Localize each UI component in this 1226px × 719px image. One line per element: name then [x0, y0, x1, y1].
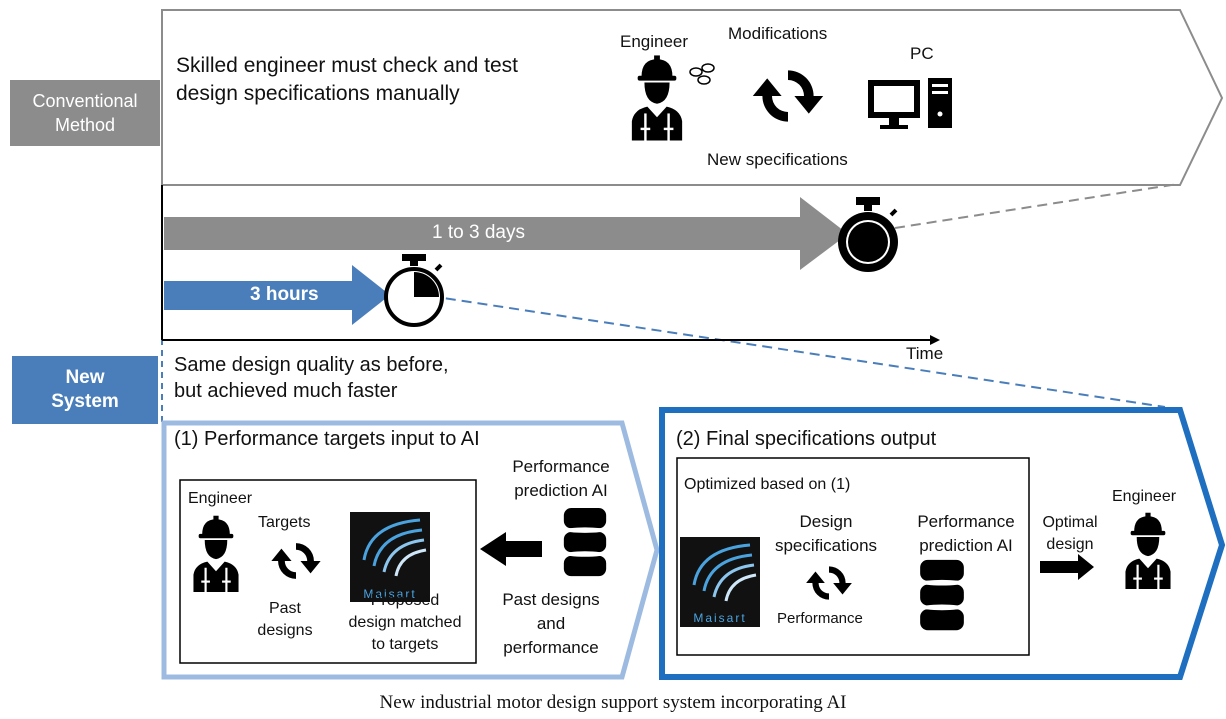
- step2-ai-line2: prediction AI: [919, 536, 1013, 555]
- step1-ai-line2: prediction AI: [514, 481, 608, 500]
- proposed-line2: design matched: [348, 614, 462, 631]
- left-arrow: [480, 532, 542, 566]
- new-system-note-line2: but achieved much faster: [174, 380, 398, 402]
- design-specs-line2: specifications: [774, 536, 878, 555]
- stopwatch-icon-short: [384, 254, 444, 327]
- past-designs-label: Past designs: [250, 598, 320, 642]
- design-specs-label: Design specifications: [760, 510, 892, 558]
- modifications-label: Modifications: [728, 24, 828, 43]
- new-system-label-line2: System: [51, 391, 119, 412]
- new-system-label-box: [12, 356, 158, 424]
- conventional-panel: [161, 9, 1224, 186]
- new-duration-arrow: [164, 265, 390, 325]
- step2-ai-label: Performance prediction AI: [898, 510, 1034, 558]
- new-system-note-line1: Same design quality as before,: [174, 354, 449, 376]
- past-designs-line2: designs: [257, 622, 313, 639]
- optimal-line1: Optimal: [1042, 514, 1098, 531]
- optimal-line2: design: [1046, 536, 1094, 553]
- proposed-line3: to targets: [371, 636, 439, 653]
- proposed-design-label: Proposed design matched to targets: [340, 590, 470, 656]
- optimized-label: Optimized based on (1): [684, 476, 851, 493]
- caption: New industrial motor design support syst…: [379, 692, 847, 713]
- maisart-logo: Maisart: [350, 512, 430, 602]
- new-specifications-label: New specifications: [707, 150, 848, 169]
- proposed-line1: Proposed: [370, 592, 440, 609]
- past-designs-line1: Past: [268, 600, 301, 617]
- thought-icon: [689, 63, 715, 85]
- conventional-description-line1: Skilled engineer must check and test: [176, 54, 519, 77]
- optimal-design-label: Optimal design: [1034, 512, 1106, 556]
- past-data-label: Past designs and performance: [476, 588, 626, 660]
- step1-engineer-label: Engineer: [188, 490, 253, 507]
- design-specs-line1: Design: [799, 512, 853, 531]
- step2-title: (2) Final specifications output: [676, 428, 937, 450]
- stopwatch-icon-long: [838, 197, 898, 272]
- right-arrow: [1040, 554, 1094, 580]
- step1-ai-label: Performance prediction AI: [486, 455, 636, 503]
- step2-engineer-label: Engineer: [1112, 488, 1177, 505]
- pc-icon: [868, 78, 952, 129]
- past-data-line1: Past designs: [502, 590, 600, 609]
- maisart-logo: Maisart: [680, 537, 760, 627]
- conventional-label-line1: Conventional: [32, 91, 138, 111]
- new-duration-label: 3 hours: [250, 284, 319, 305]
- database-icon: [920, 559, 964, 631]
- conventional-description: Skilled engineer must check and test des…: [176, 52, 518, 108]
- database-icon: [563, 508, 607, 577]
- dashed-connector-gray: [894, 183, 1179, 229]
- svg-text:Maisart: Maisart: [693, 611, 746, 625]
- conventional-engineer-label: Engineer: [620, 32, 689, 51]
- step1-title: (1) Performance targets input to AI: [174, 428, 480, 450]
- new-system-note: Same design quality as before, but achie…: [174, 352, 449, 404]
- past-data-line2: and: [536, 614, 566, 633]
- step1-ai-line1: Performance: [512, 457, 610, 476]
- new-system-label: New System: [12, 356, 158, 424]
- performance-label: Performance: [777, 610, 863, 627]
- time-axis-label: Time: [906, 344, 944, 363]
- targets-label: Targets: [258, 514, 311, 531]
- svg-text:Maisart: Maisart: [363, 587, 416, 601]
- conventional-label-line2: Method: [54, 115, 116, 135]
- pc-label: PC: [910, 44, 934, 63]
- conventional-duration-arrow: [164, 197, 848, 270]
- conventional-duration-label: 1 to 3 days: [432, 222, 525, 243]
- conventional-description-line2: design specifications manually: [176, 82, 460, 105]
- dashed-connector-blue: [429, 295, 1166, 408]
- past-data-line3: performance: [503, 638, 599, 657]
- step2-ai-line1: Performance: [917, 512, 1015, 531]
- conventional-label: Conventional Method: [10, 80, 160, 146]
- new-system-label-line1: New: [65, 367, 105, 388]
- conventional-label-box: [10, 80, 160, 146]
